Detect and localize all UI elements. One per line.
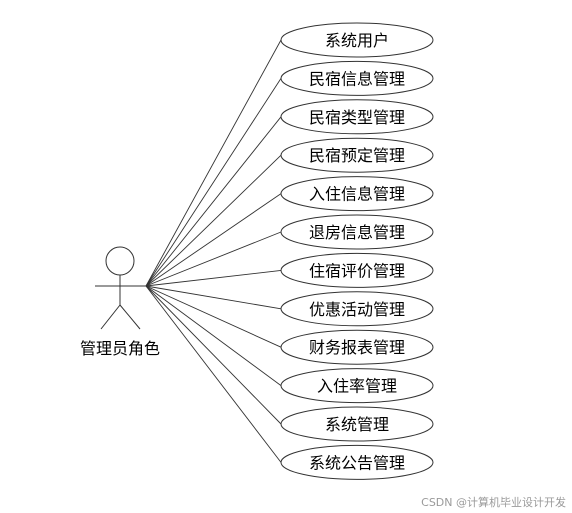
use-case-label: 退房信息管理 <box>309 223 405 242</box>
use-case-label: 入住率管理 <box>317 377 397 396</box>
association-line-homestay-type <box>145 116 282 287</box>
use-case-label: 民宿类型管理 <box>309 108 405 127</box>
use-case-occupancy-rate: 入住率管理 <box>280 368 434 404</box>
use-case-homestay-type: 民宿类型管理 <box>280 99 434 135</box>
use-case-ellipse <box>280 329 434 365</box>
use-case-ellipse <box>280 368 434 404</box>
use-cases: 系统用户民宿信息管理民宿类型管理民宿预定管理入住信息管理退房信息管理住宿评价管理… <box>280 22 434 480</box>
use-case-label: 系统管理 <box>325 415 389 434</box>
actor-right-leg <box>119 304 141 330</box>
association-lines <box>145 39 282 463</box>
actor-left-leg <box>100 304 121 330</box>
use-case-homestay-info: 民宿信息管理 <box>280 60 434 96</box>
actor: 管理员角色 <box>80 246 160 358</box>
association-line-homestay-info <box>145 78 282 287</box>
association-line-checkout-info <box>145 231 282 287</box>
use-case-ellipse <box>280 137 434 173</box>
use-case-label: 住宿评价管理 <box>309 261 405 280</box>
use-case-finance-report: 财务报表管理 <box>280 329 434 365</box>
use-case-checkin-info: 入住信息管理 <box>280 176 434 212</box>
association-line-promotion <box>145 285 282 310</box>
association-line-occupancy-rate <box>145 285 282 386</box>
use-case-ellipse <box>280 252 434 288</box>
association-line-checkin-info <box>145 193 282 287</box>
use-case-ellipse <box>280 99 434 135</box>
use-case-ellipse <box>280 22 434 58</box>
use-case-ellipse <box>280 60 434 96</box>
use-case-ellipse <box>280 291 434 327</box>
use-case-system-users: 系统用户 <box>280 22 434 58</box>
use-case-label: 入住信息管理 <box>309 185 405 204</box>
use-case-stay-review: 住宿评价管理 <box>280 252 434 288</box>
use-case-homestay-booking: 民宿预定管理 <box>280 137 434 173</box>
association-line-system-users <box>145 39 282 287</box>
watermark: CSDN @计算机毕业设计开发 <box>421 495 566 509</box>
use-case-label: 优惠活动管理 <box>309 300 405 319</box>
association-line-finance-report <box>145 285 282 348</box>
use-case-ellipse <box>280 406 434 442</box>
use-case-system-manage: 系统管理 <box>280 406 434 442</box>
use-case-ellipse <box>280 444 434 480</box>
use-case-label: 民宿信息管理 <box>309 69 405 88</box>
actor-label: 管理员角色 <box>80 339 160 358</box>
actor-head <box>105 246 135 276</box>
use-case-system-notice: 系统公告管理 <box>280 444 434 480</box>
association-line-homestay-booking <box>145 154 282 287</box>
use-case-label: 系统公告管理 <box>309 453 405 472</box>
association-line-stay-review <box>145 269 282 287</box>
association-line-system-manage <box>145 285 282 425</box>
use-case-promotion: 优惠活动管理 <box>280 291 434 327</box>
use-case-ellipse <box>280 214 434 250</box>
use-case-label: 系统用户 <box>325 31 389 50</box>
use-case-label: 民宿预定管理 <box>309 146 405 165</box>
use-case-label: 财务报表管理 <box>309 338 405 357</box>
association-line-system-notice <box>145 285 282 463</box>
use-case-ellipse <box>280 176 434 212</box>
use-case-checkout-info: 退房信息管理 <box>280 214 434 250</box>
